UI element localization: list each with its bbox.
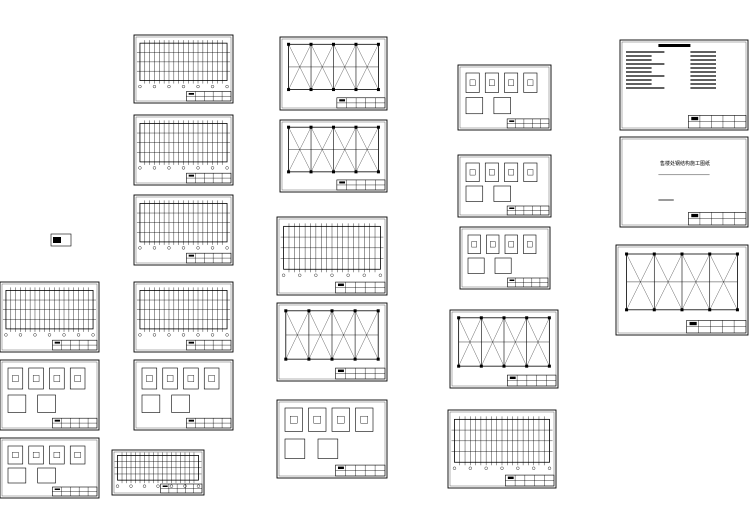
sheet-node-details-b	[457, 154, 552, 218]
detail-views	[7, 445, 86, 484]
title-block	[336, 97, 386, 109]
sheet-bracing-plan	[615, 244, 749, 336]
title-block	[52, 339, 98, 351]
framing-plan	[457, 316, 551, 368]
title-block	[507, 277, 549, 288]
title-block	[335, 281, 386, 294]
structural-grid	[136, 120, 231, 170]
sheet-base-details-b	[133, 359, 234, 431]
detail-views	[284, 407, 374, 459]
framing-plan	[284, 309, 380, 361]
structural-grid	[280, 223, 384, 277]
sheet-roof-plan	[276, 302, 388, 382]
title-block	[335, 464, 386, 477]
title-block	[186, 172, 232, 184]
title-block	[186, 252, 232, 264]
title-block	[688, 212, 747, 226]
cover-rules	[658, 174, 710, 201]
title-block	[336, 179, 386, 191]
title-block	[186, 417, 232, 429]
sheet-floor-plan-d	[133, 281, 234, 353]
title-block	[506, 205, 550, 216]
title-block	[52, 417, 98, 429]
sheet-node-details-a	[457, 64, 552, 131]
title-block	[688, 115, 747, 129]
notes-block	[626, 44, 716, 89]
detail-views	[467, 234, 537, 274]
structural-grid	[114, 452, 202, 488]
structural-grid	[136, 200, 231, 250]
sheet-stair-details	[276, 399, 388, 479]
structural-grid	[2, 287, 97, 337]
title-block	[686, 320, 747, 334]
framing-plan	[287, 125, 380, 174]
detail-views	[141, 367, 220, 413]
detail-views	[7, 367, 86, 413]
sheet-floor-plan-e	[0, 281, 100, 353]
sheet-floor-plan-c	[133, 194, 234, 266]
title-block	[507, 374, 557, 387]
cover-sheet-title: 售楼处钢结构施工图纸	[660, 160, 710, 167]
sheet-floor-plan-b	[133, 114, 234, 186]
title-block	[186, 91, 232, 102]
sheet-column-layout-b	[279, 119, 388, 193]
title-block	[506, 118, 550, 129]
structural-grid	[451, 416, 553, 470]
framing-plan	[625, 252, 739, 312]
title-block	[335, 367, 386, 380]
structural-grid	[136, 287, 231, 337]
title-block	[186, 339, 232, 351]
sheet-column-layout-a	[279, 36, 388, 111]
title-block	[52, 486, 98, 497]
structural-grid	[136, 40, 231, 89]
sheet-cover	[619, 136, 749, 228]
sheet-purlin-plan	[449, 309, 559, 389]
sheet-base-details-c	[0, 437, 100, 499]
title-block	[160, 483, 203, 494]
sheet-base-details-a	[0, 359, 100, 431]
sheet-section-strip	[447, 409, 557, 489]
sheet-node-details-c	[459, 226, 551, 290]
sheet-floor-plan-a	[133, 34, 234, 104]
sheet-border	[619, 39, 749, 131]
sheet-border	[619, 136, 749, 228]
detail-views	[465, 162, 538, 202]
sheet-beam-plan	[276, 216, 388, 296]
legend-symbol	[50, 233, 72, 247]
framing-plan	[287, 42, 380, 92]
sheet-general-notes	[619, 39, 749, 131]
title-block	[505, 474, 555, 487]
sheet-elevation-strip	[111, 449, 205, 496]
detail-views	[465, 72, 538, 115]
drawing-sheets	[0, 34, 749, 499]
